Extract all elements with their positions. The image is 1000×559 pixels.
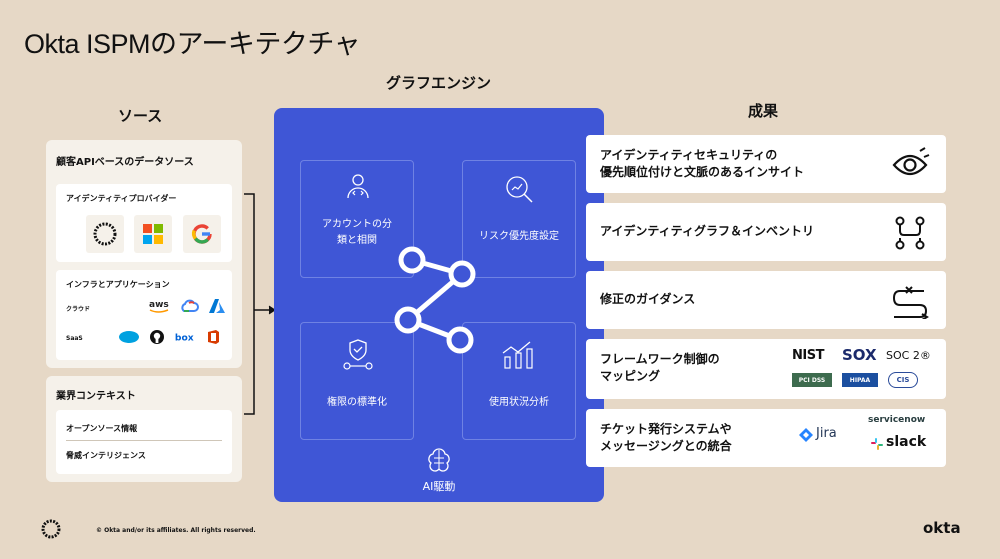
cell-label-line1: アカウントの分 <box>322 219 392 230</box>
shield-network-icon <box>343 339 373 370</box>
google-logo-icon <box>183 215 221 253</box>
cell-label-line2: 類と相関 <box>337 235 377 246</box>
outcome-insights: アイデンティティセキュリティの 優先順位付けと文脈のあるインサイト <box>586 135 946 193</box>
graph-icon <box>895 216 925 250</box>
cell-label-line1: リスク優先度設定 <box>479 231 559 242</box>
outcome-framework-mapping: フレームワーク制御の マッピング NIST SOX SOC 2® PCI DSS… <box>586 339 946 399</box>
jira-logo: Jira <box>816 426 837 441</box>
search-chart-icon <box>506 176 533 203</box>
soc2-logo: SOC 2® <box>886 349 931 362</box>
azure-logo-icon <box>206 298 228 314</box>
graph-share-icon <box>394 246 476 354</box>
outcome-line1: 修正のガイダンス <box>600 292 696 306</box>
outcomes-heading: 成果 <box>748 102 779 120</box>
outcome-line1: フレームワーク制御の <box>600 352 720 366</box>
engine-heading: グラフエンジン <box>386 74 492 92</box>
infra-apps-label: インフラとアプリケーション <box>66 280 170 289</box>
graph-engine-panel: アカウントの分 類と相関 リスク優先度設定 権限の標準化 使用状況分析 <box>274 108 604 502</box>
office-logo-icon <box>202 329 224 345</box>
google-cloud-logo-icon <box>178 298 200 314</box>
cell-usage-analysis: 使用状況分析 <box>462 322 576 440</box>
nist-logo: NIST <box>792 348 824 363</box>
business-context-card: 業界コンテキスト オープンソース情報 脅威インテリジェンス <box>46 376 242 482</box>
cell-permission-normalization: 権限の標準化 <box>300 322 414 440</box>
cell-account-classification: アカウントの分 類と相関 <box>300 160 414 278</box>
salesforce-logo-icon <box>118 329 140 345</box>
cis-logo: CIS <box>888 372 918 388</box>
saas-label: SaaS <box>66 335 83 342</box>
bar-chart-icon <box>502 341 533 369</box>
box-logo-icon: box <box>174 329 196 345</box>
infra-apps-box: インフラとアプリケーション クラウド aws SaaS box <box>56 270 232 360</box>
cell-risk-prioritization: リスク優先度設定 <box>462 160 576 278</box>
outcome-line2: 優先順位付けと文脈のあるインサイト <box>600 165 805 179</box>
outcome-integrations: チケット発行システムや メッセージングとの統合 Jira servicenow … <box>586 409 946 467</box>
sources-heading: ソース <box>118 107 163 125</box>
business-context-list: オープンソース情報 脅威インテリジェンス <box>56 410 232 474</box>
copyright: © Okta and/or its affiliates. All rights… <box>96 527 256 534</box>
slack-icon <box>871 438 883 450</box>
microsoft-logo-icon <box>134 215 172 253</box>
list-item-open-source: オープンソース情報 <box>66 424 138 433</box>
jira-icon <box>799 428 813 442</box>
okta-logo-icon <box>86 215 124 253</box>
cell-label-line1: 権限の標準化 <box>327 397 387 408</box>
customer-api-card: 顧客APIベースのデータソース アイデンティティプロバイダー インフラとアプリケ… <box>46 140 242 368</box>
route-icon <box>892 286 929 319</box>
list-divider <box>66 440 222 441</box>
list-item-threat-intel: 脅威インテリジェンス <box>66 451 146 460</box>
svg-text:aws: aws <box>149 300 169 310</box>
outcome-line1: チケット発行システムや <box>600 422 732 436</box>
hipaa-logo: HIPAA <box>842 373 878 387</box>
pci-dss-logo: PCI DSS <box>792 373 832 387</box>
outcome-graph-inventory: アイデンティティグラフ＆インベントリ <box>586 203 946 261</box>
okta-mark-icon <box>41 519 61 539</box>
outcome-line2: マッピング <box>600 369 661 383</box>
svg-text:box: box <box>175 333 194 344</box>
okta-wordmark: okta <box>923 519 961 537</box>
eye-icon <box>892 147 930 176</box>
outcome-line1: アイデンティティセキュリティの <box>600 148 778 162</box>
slack-logo: slack <box>886 434 927 450</box>
cloud-label: クラウド <box>66 306 91 313</box>
github-logo-icon <box>146 329 168 345</box>
user-code-icon <box>347 174 369 199</box>
ai-label: AI駆動 <box>422 480 456 493</box>
outcome-remediation: 修正のガイダンス <box>586 271 946 329</box>
source-connector-lines <box>244 193 276 415</box>
customer-api-heading: 顧客APIベースのデータソース <box>56 157 194 168</box>
ai-brain-icon <box>428 448 450 472</box>
outcome-line2: メッセージングとの統合 <box>600 439 732 453</box>
sox-logo: SOX <box>842 346 877 364</box>
business-context-heading: 業界コンテキスト <box>56 391 136 402</box>
outcome-line1: アイデンティティグラフ＆インベントリ <box>600 224 814 238</box>
identity-providers-box: アイデンティティプロバイダー <box>56 184 232 262</box>
cell-label-line1: 使用状況分析 <box>489 397 549 408</box>
servicenow-logo: servicenow <box>868 415 926 425</box>
page-title: Okta ISPMのアーキテクチャ <box>24 29 361 59</box>
identity-providers-label: アイデンティティプロバイダー <box>66 194 177 203</box>
aws-logo-icon: aws <box>148 298 170 314</box>
